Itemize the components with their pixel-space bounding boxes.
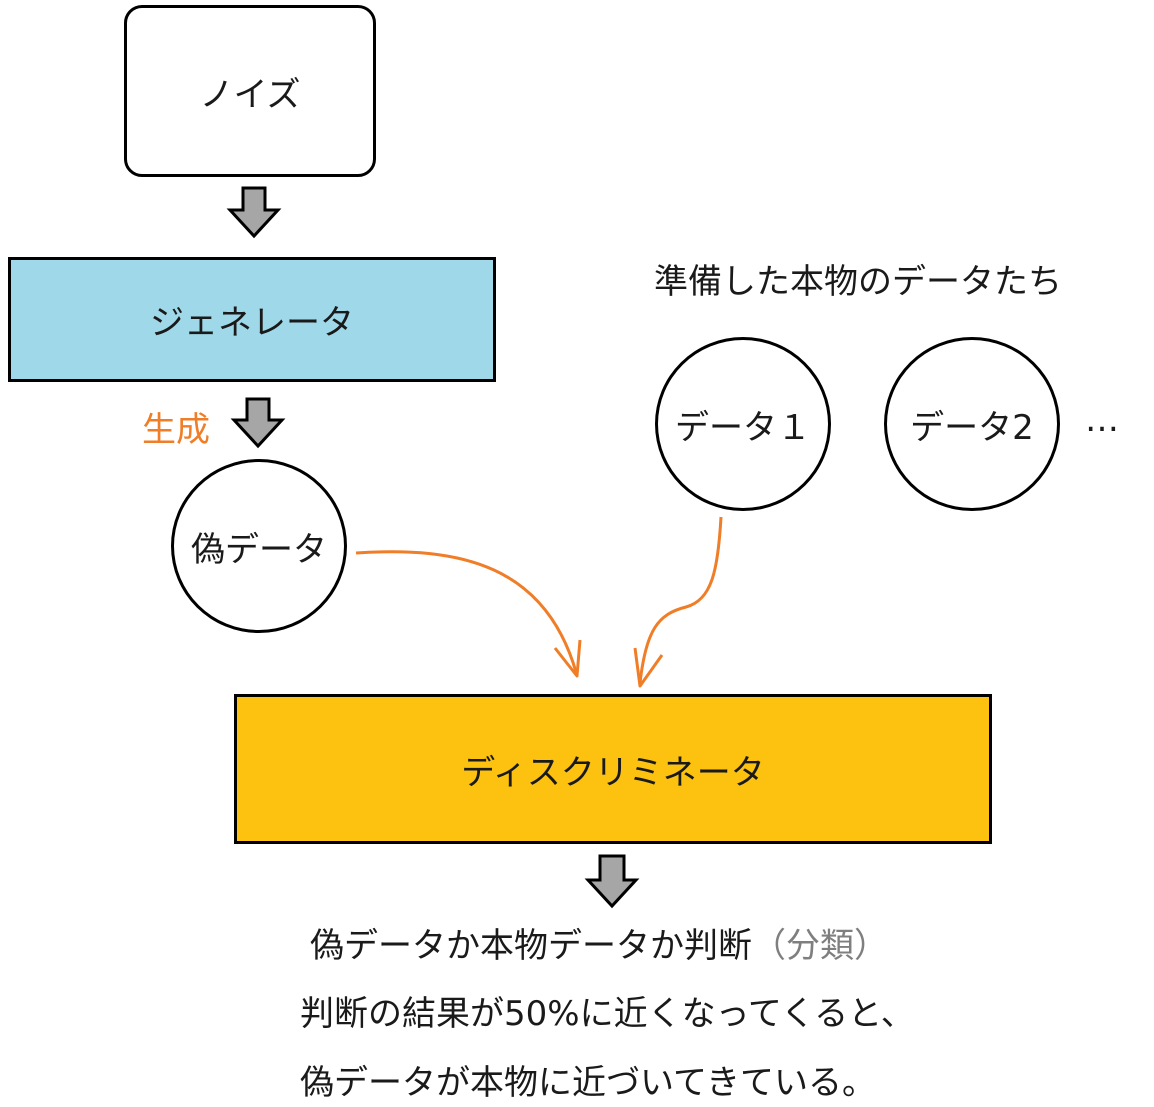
arrowhead-icon [633, 647, 664, 688]
real-data-group-label: 準備した本物のデータたち [654, 262, 1062, 302]
result-line-1: 偽データか本物データか判断（分類） [310, 918, 888, 967]
fake-data-label: 偽データ [191, 529, 327, 570]
real-to-discriminator-arrow [638, 516, 723, 684]
ellipsis: … [1085, 400, 1119, 440]
discriminator-box: ディスクリミネータ [234, 694, 992, 844]
real-data-1-circle: データ１ [655, 337, 831, 511]
fake-to-discriminator-arrow [355, 550, 578, 673]
generator-label: ジェネレータ [150, 303, 354, 343]
discriminator-label: ディスクリミネータ [461, 752, 765, 793]
arrowhead-icon [553, 639, 582, 678]
real-data-1-label: データ１ [675, 407, 811, 448]
down-arrow-icon [226, 186, 282, 239]
noise-label: ノイズ [199, 74, 301, 115]
noise-box: ノイズ [124, 5, 376, 177]
real-data-2-label: データ2 [910, 407, 1034, 448]
result-line-1-paren: （分類） [752, 926, 888, 966]
generator-box: ジェネレータ [8, 257, 496, 382]
result-line-1-text: 偽データか本物データか判断 [310, 926, 752, 966]
down-arrow-icon [230, 397, 286, 449]
down-arrow-icon [584, 854, 640, 909]
result-line-3: 偽データが本物に近づいてきている。 [300, 1063, 876, 1103]
generate-label: 生成 [142, 410, 210, 450]
fake-data-circle: 偽データ [171, 459, 347, 633]
real-data-2-circle: データ2 [884, 337, 1060, 511]
result-line-2: 判断の結果が50%に近くなってくると、 [300, 994, 915, 1034]
